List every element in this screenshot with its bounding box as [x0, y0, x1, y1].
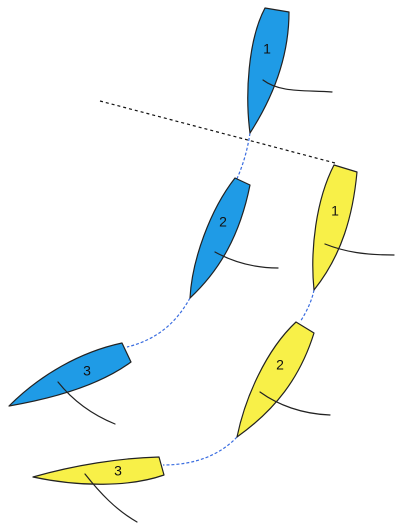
yellow-boat-1-boom: [324, 243, 395, 256]
blue-boat-1: 1: [247, 7, 333, 134]
blue-boat-2-hull: [189, 177, 251, 299]
blue-boat-3-hull: [8, 342, 132, 407]
start-line: [99, 100, 336, 164]
yellow-boat-3-boom: [84, 473, 138, 523]
blue-boat-3-label: 3: [83, 363, 91, 379]
blue-track: [234, 132, 251, 184]
yellow-boat-3-hull: [32, 456, 165, 485]
yellow-track: [299, 289, 315, 323]
blue-boat-1-label: 1: [263, 41, 271, 57]
blue-boat-2: 2: [189, 177, 279, 299]
yellow-boat-1: 1: [312, 164, 395, 291]
yellow-boat-3-label: 3: [114, 463, 122, 479]
blue-boat-1-boom: [262, 79, 333, 93]
blue-boat-2-boom: [214, 251, 279, 269]
yellow-boat-1-label: 1: [331, 203, 339, 219]
blue-track: [126, 297, 191, 348]
yellow-boat-3: 3: [32, 456, 165, 523]
blue-boat-1-hull: [247, 7, 290, 134]
yellow-boat-1-hull: [312, 164, 358, 291]
yellow-boat-2-label: 2: [276, 357, 284, 373]
blue-boat-2-label: 2: [219, 214, 227, 230]
blue-boat-3-boom: [57, 381, 116, 425]
yellow-boat-2-boom: [259, 391, 331, 416]
yellow-boat-2-hull: [236, 321, 315, 438]
yellow-track: [162, 436, 238, 466]
blue-boat-3: 3: [8, 342, 132, 425]
yellow-boat-2: 2: [236, 321, 331, 438]
